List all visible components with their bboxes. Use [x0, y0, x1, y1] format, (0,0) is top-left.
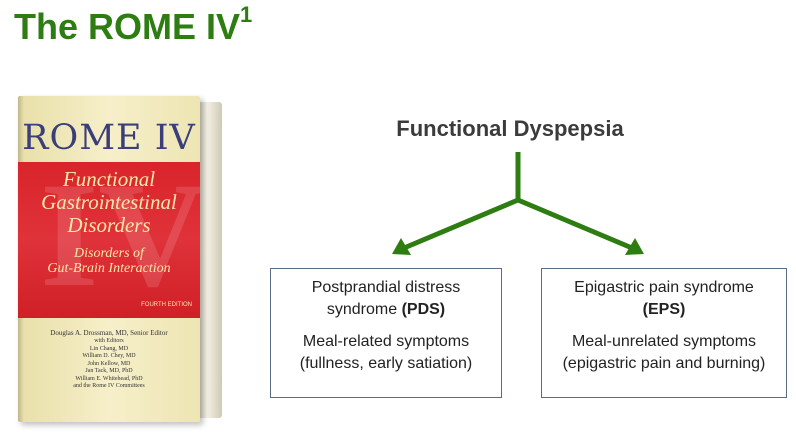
eps-box: Epigastric pain syndrome (EPS) Meal-unre…	[541, 268, 787, 398]
book-subtitle2-line: Gut-Brain Interaction	[47, 261, 171, 276]
eps-symptoms: Meal-unrelated symptoms (epigastric pain…	[542, 331, 786, 375]
book-pages	[198, 102, 222, 418]
pds-symptoms-line1: Meal-related symptoms	[302, 333, 470, 350]
eps-symptoms-line2: (epigastric pain and burning)	[562, 355, 766, 372]
eps-line2: (EPS)	[542, 299, 786, 321]
book-editor-line: John Kellow, MD	[87, 360, 131, 367]
book-editor-line: Jan Tack, MD, PhD	[85, 368, 133, 374]
book-subtitle-secondary: Disorders of Gut-Brain Interaction	[18, 246, 200, 276]
eps-abbr: (EPS)	[642, 301, 686, 318]
left-branch-line	[403, 197, 519, 251]
pds-name: Postprandial distress syndrome (PDS)	[271, 277, 501, 321]
book-subtitle-line: Functional	[62, 167, 156, 191]
rome-iv-book-cover: ROME IV IV Functional Gastrointestinal D…	[10, 96, 225, 426]
book-watermark: IV	[40, 152, 200, 318]
title-footnote: 1	[240, 2, 253, 27]
diagram-heading: Functional Dyspepsia	[396, 116, 624, 141]
book-lead-editor: Douglas A. Drossman, MD, Senior Editor	[50, 329, 168, 337]
book-editors: Douglas A. Drossman, MD, Senior Editor w…	[18, 328, 200, 391]
pds-symptoms: Meal-related symptoms (fullness, early s…	[271, 331, 501, 375]
book-editor-line: Lin Chang, MD	[89, 345, 129, 352]
eps-symptoms-line1: Meal-unrelated symptoms	[571, 333, 757, 350]
book-edition: FOURTH EDITION	[141, 302, 192, 308]
left-arrowhead	[392, 238, 411, 255]
book-editor-line: William D. Chey, MD	[82, 353, 136, 359]
pds-line1: Postprandial distress	[311, 279, 461, 296]
page-title: The ROME IV1	[14, 2, 252, 48]
right-branch-line	[517, 197, 633, 251]
book-editor-line: with Editors	[94, 338, 124, 344]
book-subtitle-line: Disorders	[67, 213, 151, 237]
eps-line1: Epigastric pain syndrome	[574, 279, 754, 296]
book-subtitle: Functional Gastrointestinal Disorders	[18, 168, 200, 237]
book-editor-line: William E. Whitehead, PhD	[75, 375, 143, 382]
book-subtitle2-line: Disorders of	[74, 246, 144, 261]
book-front-cover: ROME IV IV Functional Gastrointestinal D…	[18, 96, 200, 422]
book-title: ROME IV	[22, 118, 196, 158]
book-editor-line: and the Rome IV Committees	[73, 383, 145, 389]
pds-line2-prefix: syndrome	[326, 301, 402, 318]
right-arrowhead	[625, 238, 644, 255]
eps-name: Epigastric pain syndrome (EPS)	[542, 277, 786, 321]
pds-box: Postprandial distress syndrome (PDS) Mea…	[270, 268, 502, 398]
pds-line2: syndrome (PDS)	[271, 299, 501, 321]
pds-symptoms-line2: (fullness, early satiation)	[299, 355, 473, 372]
book-red-band	[18, 162, 200, 318]
title-text: The ROME IV	[14, 6, 241, 47]
pds-abbr: (PDS)	[401, 301, 446, 318]
book-subtitle-line: Gastrointestinal	[41, 190, 177, 214]
